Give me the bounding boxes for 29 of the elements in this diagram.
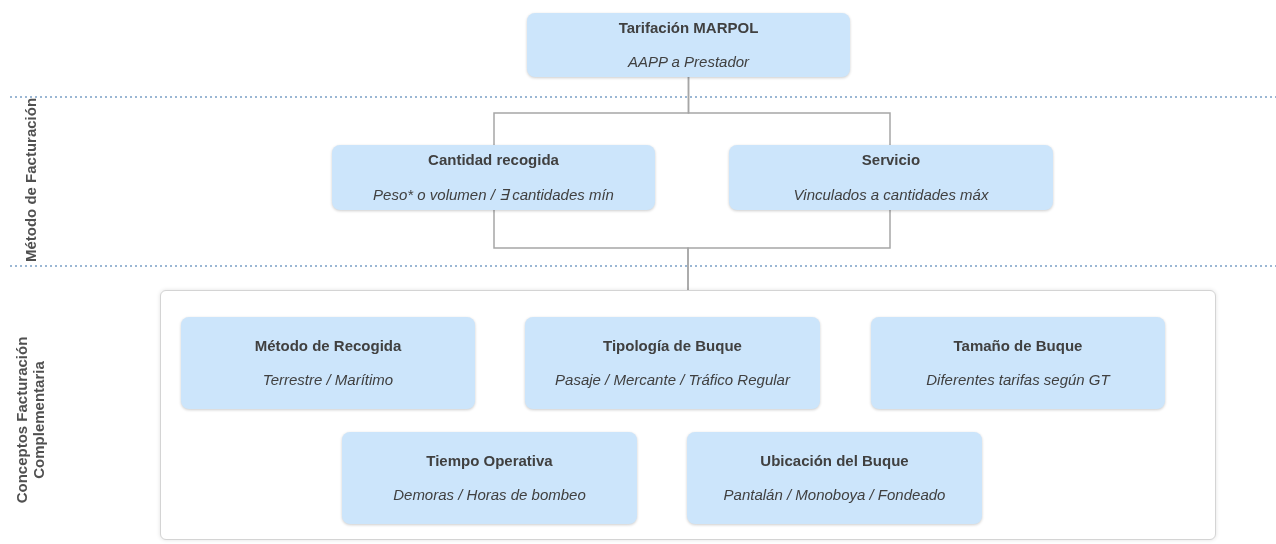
- group-panel: [160, 290, 1216, 540]
- section-label: Método de Facturación: [21, 96, 39, 265]
- box-title: Tipología de Buque: [603, 335, 742, 356]
- category-box: [871, 317, 1165, 409]
- section-label: Conceptos Facturación Complementaria: [13, 335, 47, 506]
- box-title: Cantidad recogida: [428, 150, 559, 170]
- category-box: [729, 145, 1053, 210]
- box-title: Método de Recogida: [254, 335, 402, 356]
- box-title: Tarifación MARPOL: [618, 17, 759, 38]
- connector-line: [687, 209, 891, 291]
- box-subtitle: Pasaje / Mercante / Tráfico Regular: [555, 370, 790, 390]
- box-subtitle: Demoras / Horas de bombeo: [393, 485, 586, 505]
- category-box: [342, 432, 637, 524]
- box-subtitle: Diferentes tarifas según GT: [926, 370, 1110, 390]
- category-box: [527, 13, 850, 77]
- connector-line: [687, 76, 891, 146]
- category-box: [687, 432, 982, 524]
- box-title: Ubicación del Buque: [760, 450, 909, 471]
- box-subtitle: Terrestre / Marítimo: [262, 370, 394, 390]
- box-title: Tamaño de Buque: [953, 335, 1083, 356]
- box-subtitle: Pantalán / Monoboya / Fondeado: [723, 485, 946, 505]
- category-box: [181, 317, 475, 409]
- box-subtitle: Peso* o volumen / ∃ cantidades mín: [373, 184, 614, 205]
- box-title: Tiempo Operativa: [426, 450, 553, 471]
- box-title: Servicio: [861, 150, 921, 170]
- box-subtitle: Vinculados a cantidades máx: [793, 184, 989, 205]
- category-box: [332, 145, 655, 210]
- category-box: [525, 317, 820, 409]
- box-subtitle: AAPP a Prestador: [627, 52, 750, 72]
